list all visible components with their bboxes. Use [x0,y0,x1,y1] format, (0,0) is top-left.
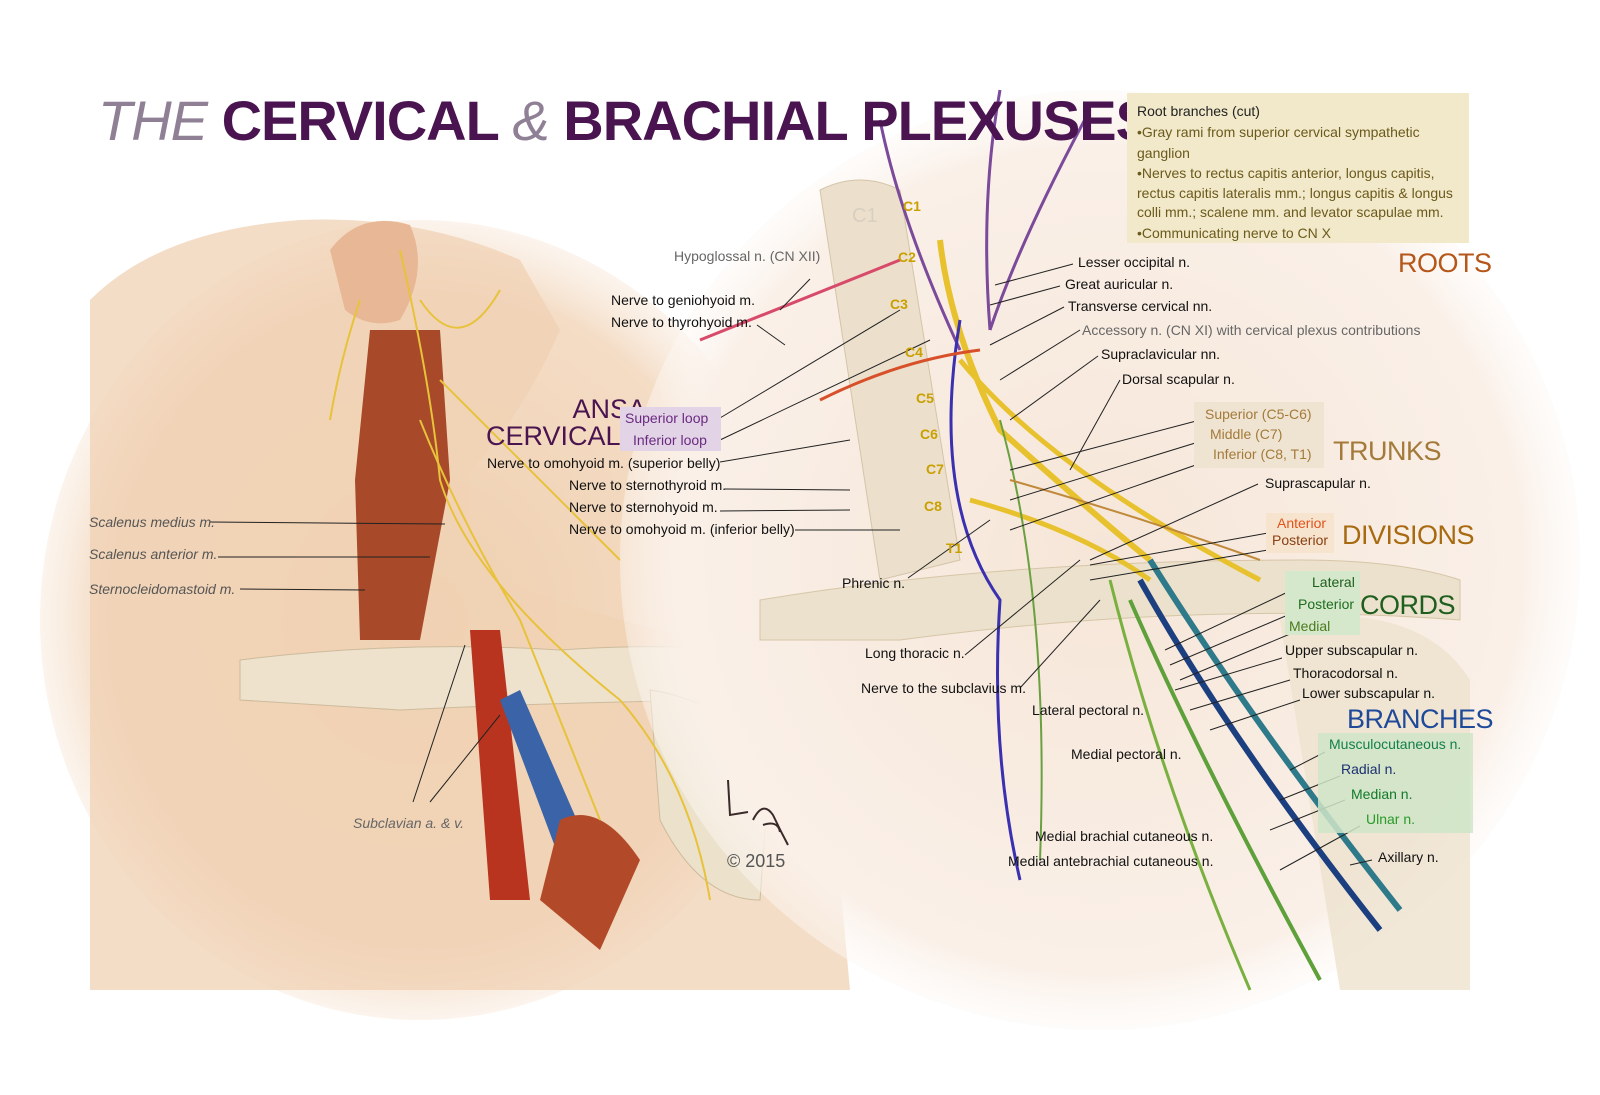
label-subclavian: Subclavian a. & v. [353,815,465,831]
ansa-box [620,407,721,451]
ear [330,220,418,324]
label-medial-pectoral: Medial pectoral n. [1071,746,1182,762]
branch-median: Median n. [1351,786,1413,802]
label-accessory: Accessory n. (CN XI) with cervical plexu… [1082,322,1421,338]
branch-musculocutaneous: Musculocutaneous n. [1329,736,1462,752]
vertebra-label: C6 [920,426,938,442]
label-long-thoracic: Long thoracic n. [865,645,965,661]
leader-lines [209,263,1373,871]
cervicalis-word: CERVICALIS [486,421,647,451]
artist-signature [727,779,789,846]
label-dorsal-scapular: Dorsal scapular n. [1122,371,1235,387]
right-figure-spine-plexus [620,89,1580,1030]
copyright: © 2015 [727,851,786,871]
sternocleidomastoid-muscle [355,330,450,640]
label-sternohyoid: Nerve to sternohyoid m. [569,499,718,515]
vertebra-label: T1 [946,540,963,556]
section-cords: CORDS [1360,590,1456,620]
section-divisions: DIVISIONS [1342,520,1475,550]
label-thyrohyoid: Nerve to thyrohyoid m. [611,314,752,330]
ansa-inferior-loop: Inferior loop [633,432,707,448]
cord-posterior: Posterior [1298,596,1355,612]
vertebra-label: C1 [903,198,921,214]
trunks-box [1194,402,1324,468]
label-sternocleidomastoid: Sternocleidomastoid m. [89,581,236,597]
label-upper-subscapular: Upper subscapular n. [1285,642,1419,658]
vertebra-label: C7 [926,461,944,477]
trunk-inferior: Inferior (C8, T1) [1213,446,1312,462]
vertebra-label: C2 [898,249,916,265]
root-box-heading: Root branches (cut) [1137,103,1260,119]
section-roots: ROOTS [1398,248,1492,278]
label-lesser-occipital: Lesser occipital n. [1078,254,1191,270]
title-amp: & [512,89,549,152]
vertebra-label: C4 [905,344,923,360]
root-box-item: •Communicating nerve to CN X [1137,224,1331,241]
trunk-superior: Superior (C5-C6) [1205,406,1312,422]
label-transverse-cervical: Transverse cervical nn. [1068,298,1213,314]
label-omohyoid-superior: Nerve to omohyoid m. (superior belly) [487,455,721,471]
ansa-superior-loop: Superior loop [625,410,709,426]
division-anterior: Anterior [1277,515,1327,531]
title-brachial: BRACHIAL PLEXUSES [563,89,1153,152]
vertebra-c1-large: C1 [852,205,878,227]
branch-ulnar: Ulnar n. [1366,811,1416,827]
label-thoracodorsal: Thoracodorsal n. [1293,665,1399,681]
label-omohyoid-inferior: Nerve to omohyoid m. (inferior belly) [569,521,795,537]
label-subclavius: Nerve to the subclavius m. [861,680,1026,696]
label-hypoglossal: Hypoglossal n. (CN XII) [674,248,821,264]
label-medial-antebrachial-cutaneous: Medial antebrachial cutaneous n. [1008,853,1214,869]
label-axillary: Axillary n. [1378,849,1439,865]
root-branches-box: Root branches (cut) •Gray rami from supe… [1127,93,1469,243]
vertebra-label: C8 [924,498,942,514]
label-geniohyoid: Nerve to geniohyoid m. [611,292,755,308]
trunk-middle: Middle (C7) [1210,426,1283,442]
cords-box [1285,571,1360,635]
page-title: THE CERVICAL & BRACHIAL PLEXUSES [98,88,1153,153]
section-trunks: TRUNKS [1333,436,1442,466]
label-lower-subscapular: Lower subscapular n. [1302,685,1436,701]
root-box-item: •Nerves to rectus capitis anterior, long… [1137,165,1453,221]
vertebra-label: C3 [890,296,908,312]
divisions-box [1266,513,1334,553]
cord-medial: Medial [1289,618,1331,634]
division-posterior: Posterior [1272,532,1329,548]
label-great-auricular: Great auricular n. [1065,276,1174,292]
title-cervical: CERVICAL [221,89,499,152]
label-sternothyroid: Nerve to sternothyroid m. [569,477,727,493]
label-scalenus-anterior: Scalenus anterior m. [89,546,218,562]
label-lateral-pectoral: Lateral pectoral n. [1032,702,1145,718]
label-phrenic: Phrenic n. [842,575,906,591]
root-box-item: •Gray rami from superior cervical sympat… [1137,124,1420,161]
branch-radial: Radial n. [1341,761,1397,777]
branches-box [1318,733,1473,833]
label-medial-brachial-cutaneous: Medial brachial cutaneous n. [1035,828,1214,844]
cord-lateral: Lateral [1312,574,1355,590]
label-suprascapular: Suprascapular n. [1265,475,1371,491]
title-the: THE [98,89,208,152]
label-scalenus-medius: Scalenus medius m. [89,514,216,530]
section-branches: BRANCHES [1347,704,1494,734]
label-supraclavicular: Supraclavicular nn. [1101,346,1221,362]
vertebra-label: C5 [916,390,934,406]
